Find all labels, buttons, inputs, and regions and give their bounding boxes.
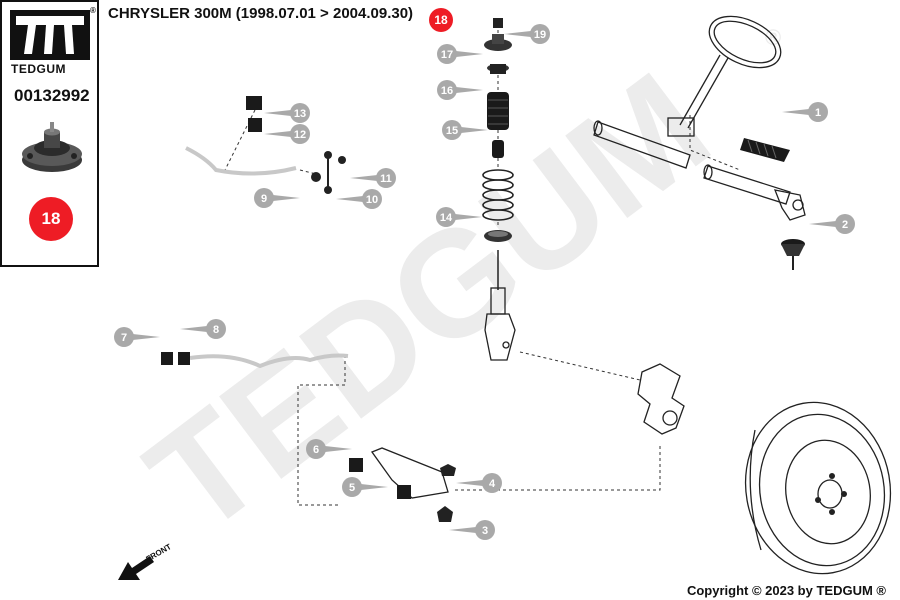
callout-circle-14: [436, 207, 456, 227]
lower-control-arm: [349, 447, 456, 522]
front-stabilizer-bar: [185, 96, 297, 176]
connector-lines: [224, 30, 741, 506]
callout-1: 1: [782, 102, 828, 122]
callout-circle-11: [376, 168, 396, 188]
callout-circle-6: [306, 439, 326, 459]
highlighted-callout-18: 18: [429, 8, 453, 32]
callout-label-11: 11: [380, 173, 392, 185]
ball-joint-boot: [781, 239, 805, 270]
front-arrow: FRONT: [118, 542, 173, 580]
callout-circle-5: [342, 477, 362, 497]
callout-10: 10: [336, 189, 382, 209]
callout-circle-17: [437, 44, 457, 64]
callout-label-5: 5: [349, 482, 355, 494]
callout-label-3: 3: [482, 525, 488, 537]
callout-9: 9: [254, 188, 300, 208]
callout-17: 17: [437, 44, 483, 64]
rack-boot: [740, 138, 790, 162]
callout-circle-16: [437, 80, 457, 100]
callout-circle-15: [442, 120, 462, 140]
stabilizer-link: [311, 151, 346, 194]
product-sidebar: ® TEDGUM 00132992 18: [0, 0, 99, 267]
strut-mount-thumbnail: [18, 120, 86, 187]
callout-label-16: 16: [441, 85, 453, 97]
callout-12: 12: [264, 124, 310, 144]
callout-label-14: 14: [440, 212, 453, 224]
highlighted-callout-label: 18: [434, 13, 448, 27]
callout-circle-12: [290, 124, 310, 144]
copyright-notice: Copyright © 2023 by TEDGUM ®: [686, 583, 886, 598]
callout-circle-8: [206, 319, 226, 339]
callout-circle-19: [530, 24, 550, 44]
callout-2: 2: [809, 214, 855, 234]
wheel: [744, 401, 892, 575]
steering-knuckle: [637, 363, 685, 435]
callout-label-2: 2: [842, 219, 848, 231]
callout-label-9: 9: [261, 193, 267, 205]
callout-circle-13: [290, 103, 310, 123]
strut-assembly: [482, 18, 516, 361]
callout-circle-2: [835, 214, 855, 234]
callout-5: 5: [342, 477, 388, 497]
callout-label-10: 10: [366, 194, 378, 206]
callout-label-12: 12: [294, 129, 306, 141]
position-badge: 18: [29, 197, 73, 241]
tedgum-logo: [10, 10, 90, 65]
steering-assembly: [593, 15, 791, 205]
callout-16: 16: [437, 80, 483, 100]
callout-15: 15: [442, 120, 488, 140]
callout-19: 19: [504, 24, 550, 44]
registered-mark: ®: [90, 6, 96, 15]
brand-name: TEDGUM: [11, 62, 66, 76]
callout-7: 7: [114, 327, 160, 347]
callout-3: 3: [449, 520, 495, 540]
part-number: 00132992: [14, 86, 90, 105]
front-label: FRONT: [145, 542, 173, 564]
callout-8: 8: [180, 319, 226, 339]
callout-circle-7: [114, 327, 134, 347]
callout-label-6: 6: [313, 444, 319, 456]
callout-circle-10: [362, 189, 382, 209]
callout-label-8: 8: [213, 324, 219, 336]
callout-circle-4: [482, 473, 502, 493]
callout-4: 4: [456, 473, 502, 493]
watermark-text: TEDGUM: [118, 40, 738, 565]
callout-label-7: 7: [121, 332, 127, 344]
rear-stabilizer-bar: [161, 352, 349, 369]
callout-6: 6: [306, 439, 352, 459]
page-title: CHRYSLER 300M (1998.07.01 > 2004.09.30): [108, 5, 414, 22]
callout-circle-3: [475, 520, 495, 540]
tie-rod-end: [773, 189, 806, 221]
callout-label-17: 17: [441, 49, 453, 61]
callout-label-19: 19: [534, 29, 546, 41]
callout-11: 11: [350, 168, 396, 188]
callout-circle-1: [808, 102, 828, 122]
callout-circle-9: [254, 188, 274, 208]
callout-label-4: 4: [489, 478, 496, 490]
callout-label-15: 15: [446, 125, 458, 137]
callout-label-1: 1: [815, 107, 821, 119]
callout-14: 14: [436, 207, 482, 227]
callout-13: 13: [264, 103, 310, 123]
callout-label-13: 13: [294, 108, 306, 120]
